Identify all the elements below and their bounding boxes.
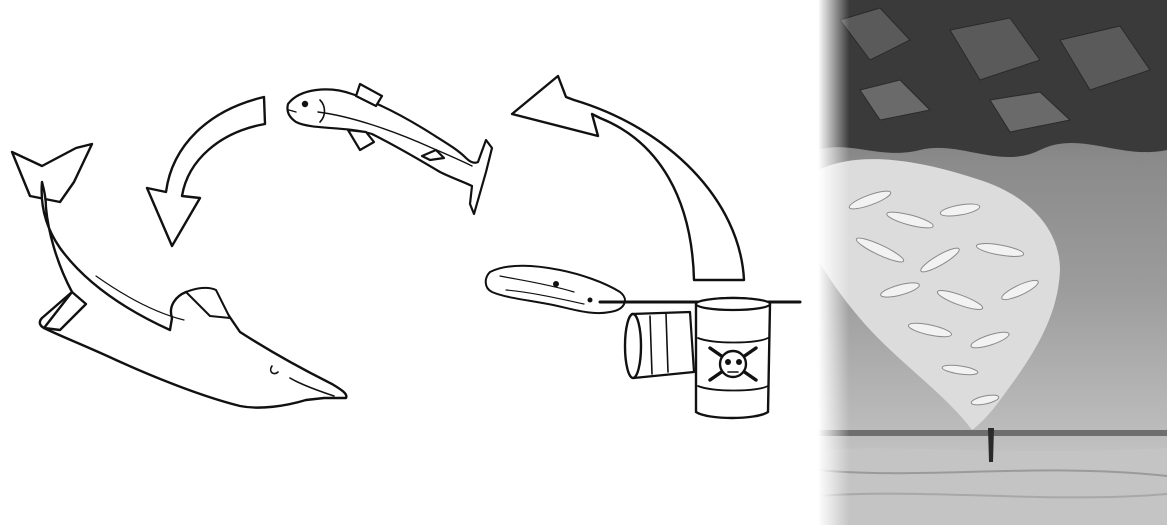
fish-icon	[287, 84, 492, 214]
toxic-waste-barrel-icon	[486, 266, 800, 418]
arrow-fish-to-dolphin	[147, 97, 265, 246]
dead-fish-photo	[818, 0, 1167, 525]
arrow-barrels-to-fish	[512, 76, 744, 280]
